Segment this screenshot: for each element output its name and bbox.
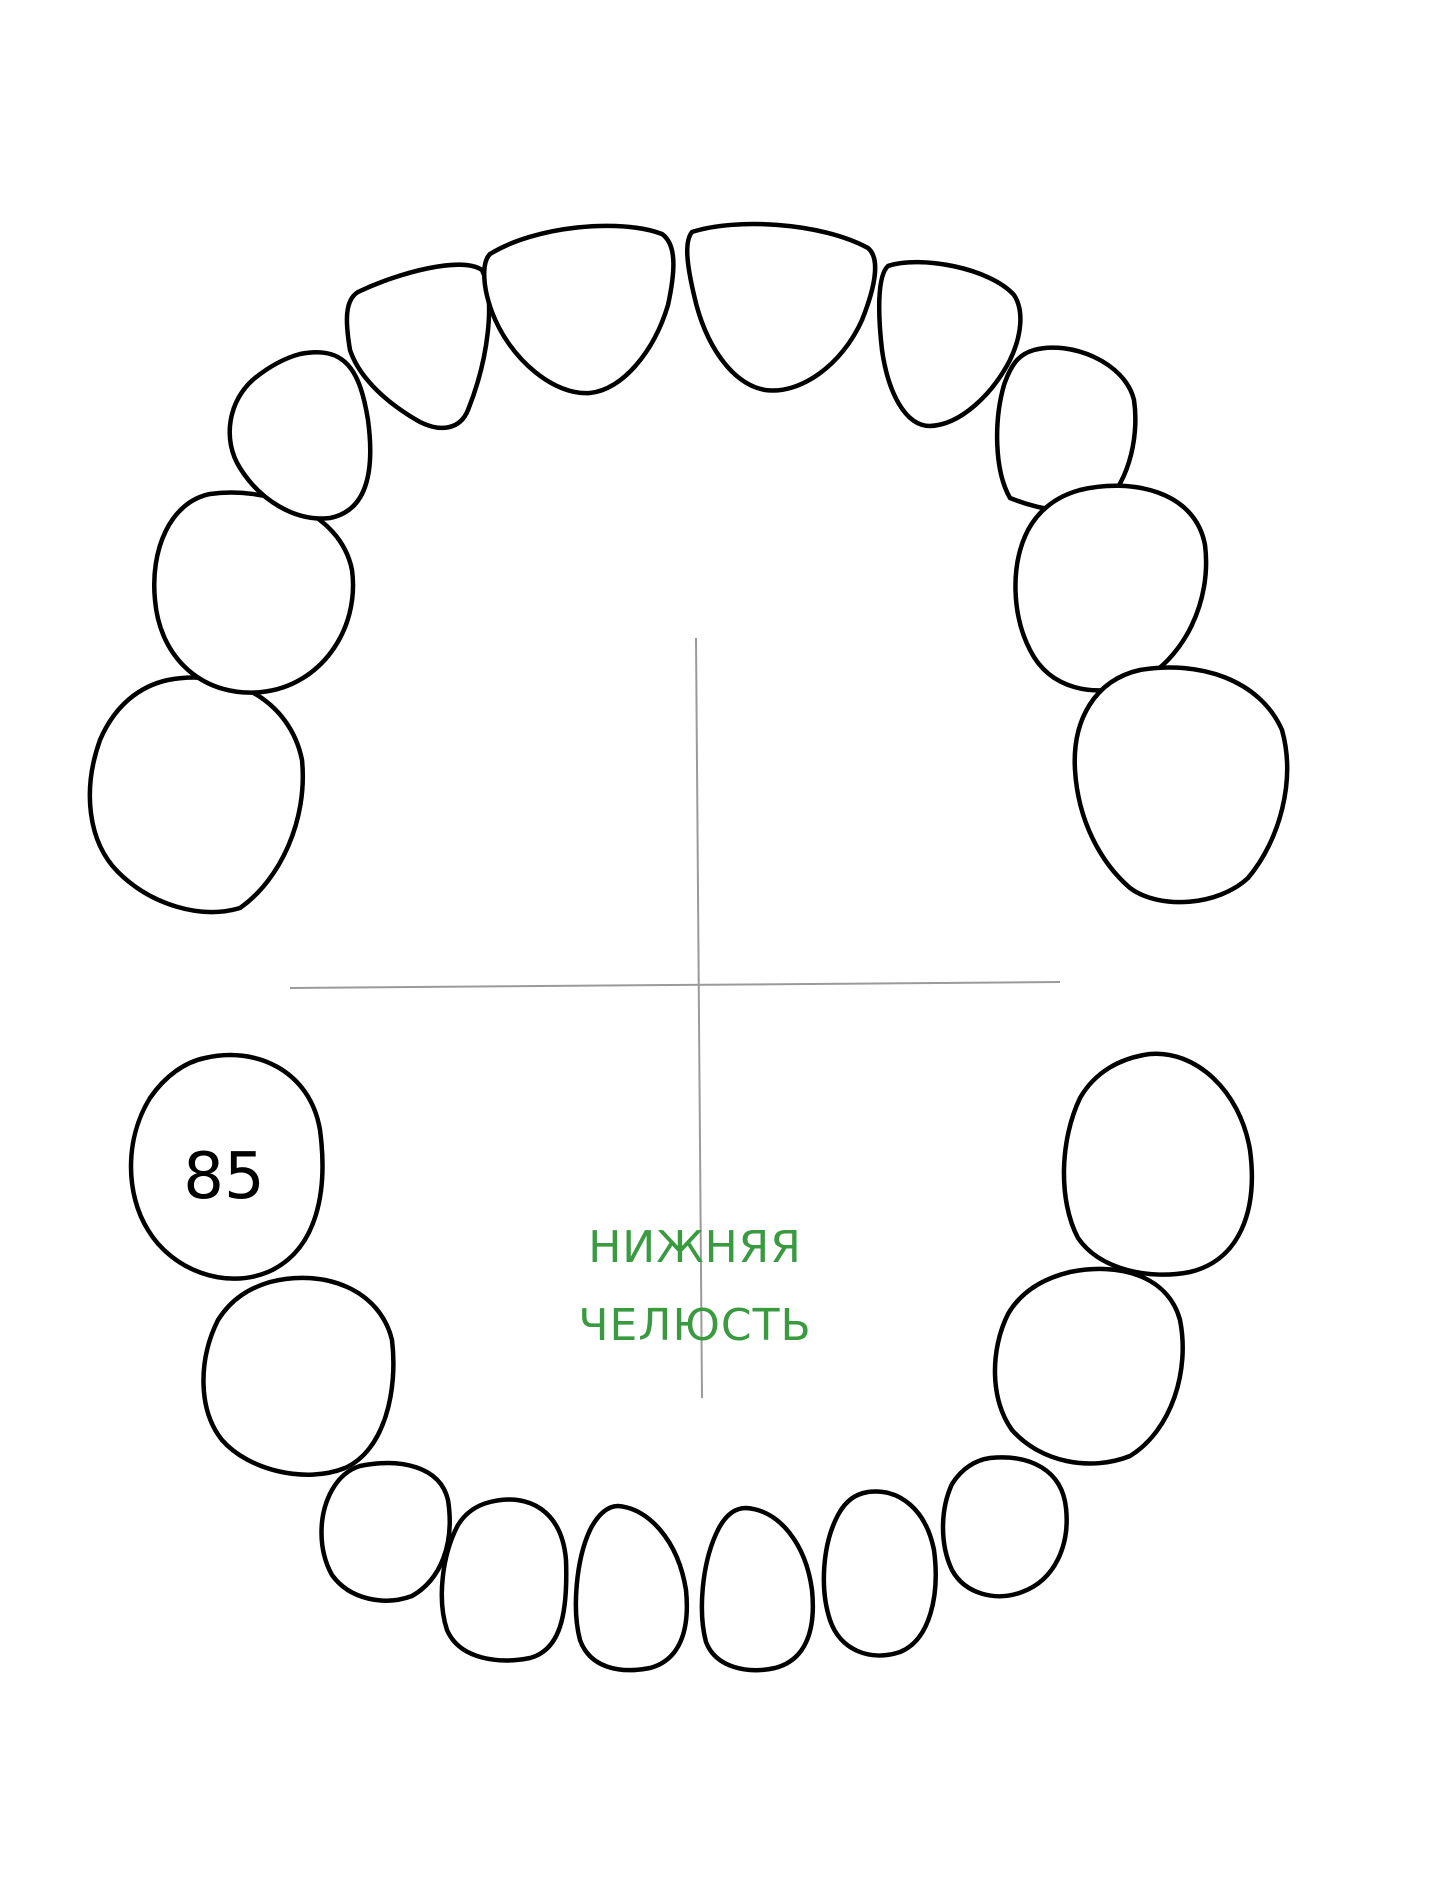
upper-right-first-molar[interactable]: [152, 490, 356, 695]
lower-right-canine[interactable]: [319, 1460, 452, 1603]
upper-left-central-incisor[interactable]: [684, 221, 878, 393]
horizontal-midline: [289, 981, 1061, 989]
jaw-label-line2: ЧЕЛЮСТЬ: [578, 1300, 811, 1351]
jaw-label-line1: НИЖНЯЯ: [588, 1222, 802, 1273]
upper-right-canine[interactable]: [227, 350, 373, 521]
upper-right-central-incisor[interactable]: [482, 223, 676, 396]
lower-left-second-molar[interactable]: [1061, 1051, 1255, 1277]
lower-left-canine[interactable]: [940, 1455, 1069, 1599]
lower-jaw: [128, 1051, 1255, 1673]
upper-left-first-molar[interactable]: [1013, 483, 1209, 693]
upper-jaw: [87, 221, 1290, 915]
lower-left-central-incisor[interactable]: [699, 1505, 816, 1673]
vertical-midline: [695, 637, 703, 1399]
upper-right-second-molar[interactable]: [87, 675, 306, 915]
lower-right-second-molar[interactable]: [128, 1052, 325, 1281]
lower-right-lateral-incisor[interactable]: [439, 1497, 569, 1663]
upper-left-second-molar[interactable]: [1072, 665, 1290, 905]
lower-right-central-incisor[interactable]: [573, 1503, 690, 1673]
lower-left-lateral-incisor[interactable]: [821, 1489, 938, 1658]
tooth-number-85: 85: [183, 1140, 264, 1214]
upper-right-lateral-incisor[interactable]: [344, 262, 492, 431]
lower-right-first-molar[interactable]: [201, 1275, 396, 1477]
lower-left-first-molar[interactable]: [992, 1266, 1185, 1466]
upper-left-lateral-incisor[interactable]: [876, 259, 1023, 429]
